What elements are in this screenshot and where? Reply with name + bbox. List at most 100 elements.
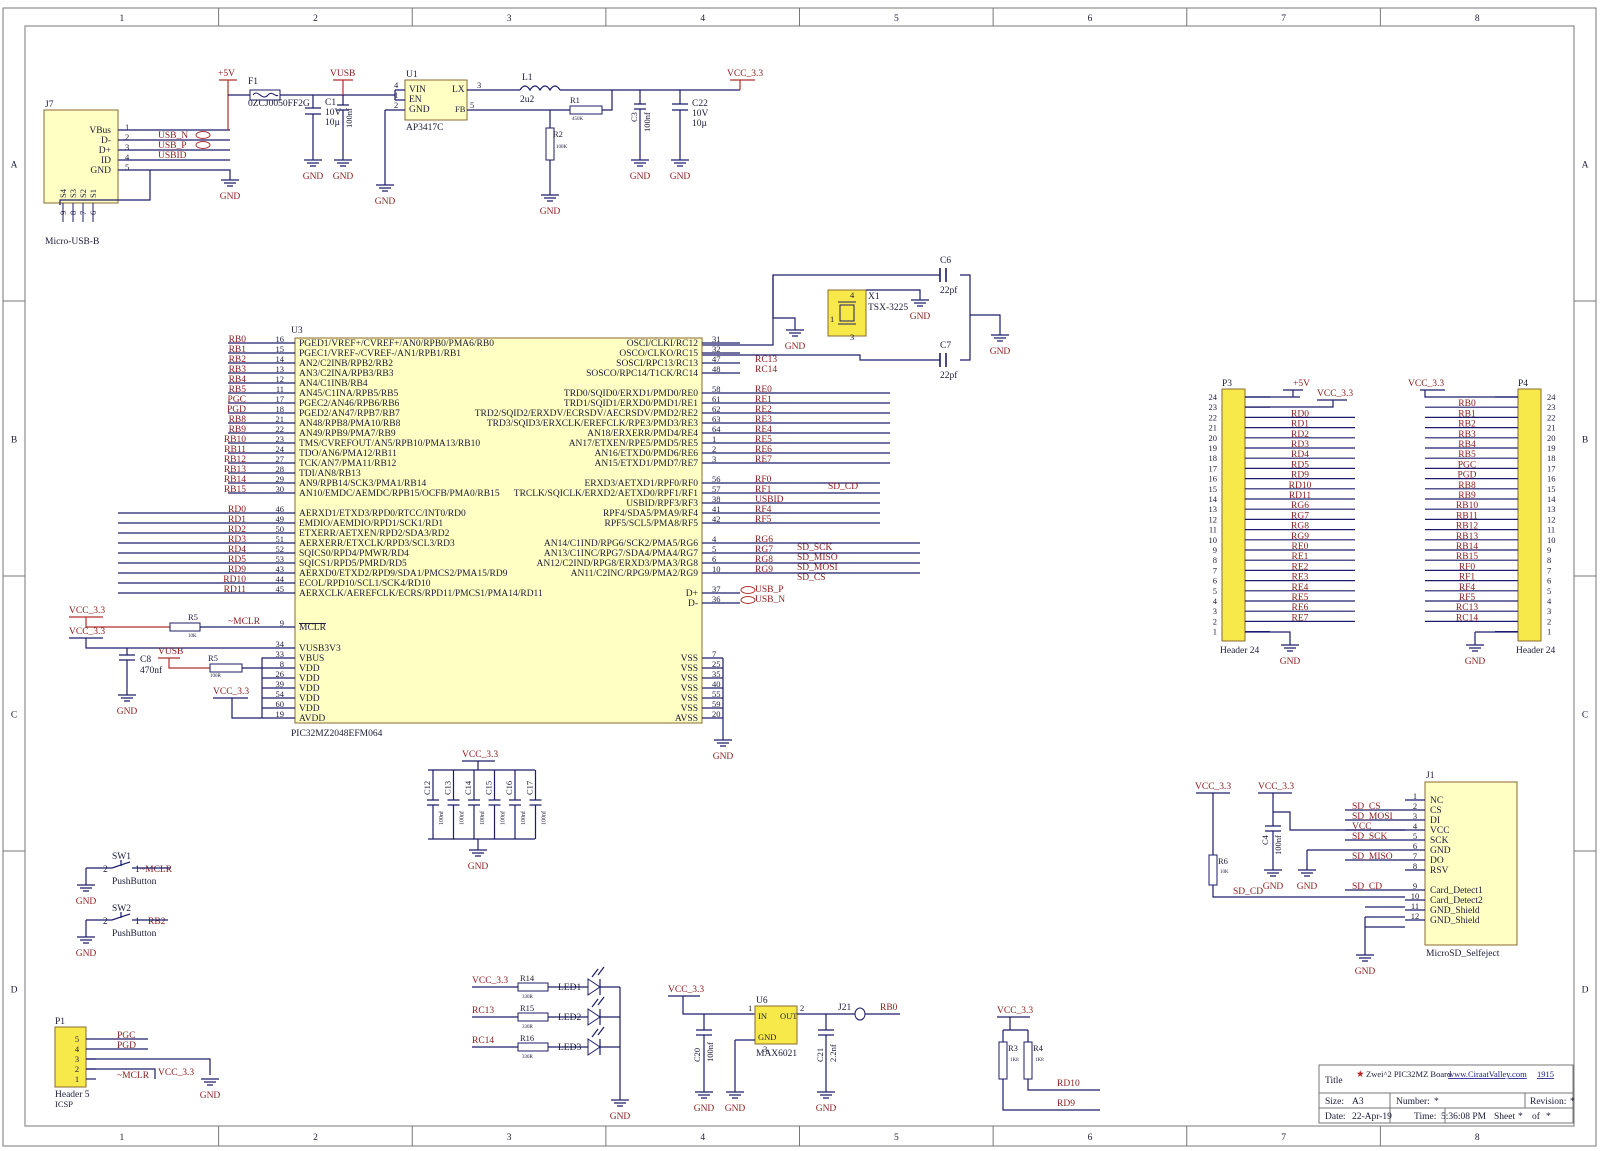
net-alias-sd-cd: SD_CD — [828, 482, 858, 492]
mcu-right-net-label: RF1 — [755, 485, 772, 495]
gnd-label: GND — [375, 197, 396, 207]
led-resistor — [517, 982, 549, 992]
frame-col-label: 6 — [1088, 14, 1093, 24]
mcu-left-net-label: RD4 — [228, 545, 246, 555]
power-label-vcc33: VCC_3.3 — [1258, 782, 1294, 792]
p3-net-label: RE2 — [1292, 562, 1309, 572]
mcu-pin-num: 9 — [280, 618, 284, 628]
mcu-pin-num: 26 — [276, 669, 285, 679]
gnd-label: GND — [303, 172, 324, 182]
p4-pin-num: 11 — [1547, 525, 1555, 535]
mcu-right-net-label: RE1 — [755, 395, 772, 405]
resistor-r1 — [569, 105, 603, 115]
p4-pin-num: 4 — [1547, 596, 1552, 606]
sd-pin-num: 7 — [1413, 851, 1417, 861]
mcu-pin-num: 1 — [712, 434, 716, 444]
date-label: Date: — [1325, 1112, 1346, 1122]
sd-pin-name: GND — [1430, 846, 1451, 856]
p4-name: Header 24 — [1516, 646, 1556, 656]
p3-pin-num: 16 — [1209, 474, 1218, 484]
mcu-pin-name: SQICS1/RPD5/PMRD/RD5 — [299, 559, 407, 569]
power-label-vcc33: VCC_3.3 — [668, 985, 704, 995]
mcu-pin-name: USBID/RPF3/RF3 — [626, 499, 698, 509]
sd-pin-num: 5 — [1413, 831, 1417, 841]
mcu-pin-name: TRD1/SQID1/ERXD0/PMD1/RE1 — [564, 399, 698, 409]
sd-pin-name: RSV — [1430, 866, 1449, 876]
mcu-pin-num: 48 — [712, 364, 721, 374]
mcu-left-net-label: RD9 — [228, 565, 246, 575]
p4-pin-num: 2 — [1547, 616, 1551, 626]
led-resistor-ref: R16 — [520, 1033, 534, 1043]
mcu-pin-num: 29 — [276, 474, 285, 484]
mcu-pin-num: 62 — [712, 404, 721, 414]
gnd-label: GND — [694, 1104, 715, 1114]
jumper-j21 — [854, 1007, 866, 1021]
sd-ref: J1 — [1426, 771, 1435, 781]
usb-shield-label: S3 — [68, 189, 78, 198]
sd-pin-name: Card_Detect1 — [1430, 886, 1483, 896]
p3-pin-num: 8 — [1213, 555, 1217, 565]
title-block: Title ★ Zwei^2 PIC32MZ Board www.CiraatV… — [1318, 1064, 1575, 1124]
p4-net-label: RB1 — [1458, 409, 1476, 419]
frame-row-label: D — [11, 986, 18, 996]
title-value: Zwei^2 PIC32MZ Board — [1366, 1069, 1452, 1079]
p4-net-label: RB14 — [1456, 542, 1478, 552]
decap-ref: C14 — [463, 780, 473, 795]
p3-pin-num: 11 — [1209, 525, 1217, 535]
p4-pin-num: 9 — [1547, 545, 1551, 555]
mcu-pin-num: 25 — [712, 659, 721, 669]
p3-net-label: RE3 — [1292, 573, 1309, 583]
mcu-right-net-label: RC13 — [755, 355, 777, 365]
power-label-5v: +5V — [218, 69, 235, 79]
p4-pin-num: 22 — [1547, 412, 1556, 422]
mcu-pin-name: TDI/AN8/RB13 — [299, 469, 361, 479]
mcu-pin-num: 23 — [276, 434, 285, 444]
c21-val: 2.2nf — [828, 1044, 838, 1062]
p3-net-label: RE0 — [1292, 542, 1309, 552]
p4-net-label: RB3 — [1458, 430, 1476, 440]
mcu-pin-name: VSS — [681, 704, 698, 714]
p4-pin-num: 14 — [1547, 494, 1556, 504]
mcu-pin-num: 20 — [712, 709, 721, 719]
net-label-rd9: RD9 — [1057, 1099, 1075, 1109]
sd-pin-num: 3 — [1413, 811, 1417, 821]
mcu-left-net-label: RB4 — [229, 375, 247, 385]
mcu-pin-name: TRD3/SQID3/ERXCLK/EREFCLK/RPE3/PMD3/RE3 — [487, 419, 698, 429]
u1-pin-gnd: GND — [409, 105, 430, 115]
sw2-pin: 1 — [135, 917, 140, 927]
p3-net-label: RE6 — [1292, 603, 1309, 613]
mcu-pin-name: AN4/C1INB/RB4 — [299, 379, 368, 389]
diff-pair-marker — [195, 131, 211, 139]
revision-value: * — [1570, 1097, 1575, 1107]
p4-net-label: RB11 — [1456, 511, 1478, 521]
mcu-pin-name: OSCI/CLKI/RC12 — [627, 339, 699, 349]
frame-col-label: 3 — [507, 14, 512, 24]
c20-val: 100nf — [705, 1042, 715, 1062]
of-value: * — [1546, 1112, 1551, 1122]
sd-pin-num: 1 — [1413, 791, 1417, 801]
p3-net-label: RE4 — [1292, 583, 1309, 593]
p4-net-label: RB15 — [1456, 552, 1478, 562]
decap-val: 100nf — [500, 811, 507, 825]
led-resistor — [517, 1042, 549, 1052]
u6-ref: U6 — [756, 996, 768, 1006]
r3-val: 1K8 — [1010, 1058, 1019, 1063]
crystal-section: 4 3 1 X1 TSX-3225 C6 22pf C7 22pf — [702, 256, 1001, 381]
p4-net-label: RF5 — [1459, 593, 1476, 603]
u1-num: 3 — [477, 80, 481, 90]
net-alias-sd-miso: SD_MISO — [797, 553, 838, 563]
gnd-label: GND — [713, 752, 734, 762]
mcu-pin-num: 47 — [712, 354, 721, 364]
decap-ref: C17 — [525, 781, 535, 795]
mcu-right-net-label: RE5 — [755, 435, 772, 445]
resistor-r4 — [1023, 1041, 1033, 1080]
c3-ref: C3 — [629, 112, 639, 122]
gnd-label: GND — [1280, 657, 1301, 667]
mcu-pin-name: AN16/ETXD0/PMD6/RE6 — [595, 449, 699, 459]
size-label: Size: — [1325, 1097, 1344, 1107]
p3-net-label: RG9 — [1291, 532, 1309, 542]
led-ref: LED2 — [558, 1013, 581, 1023]
c2-val: 100nf — [344, 108, 354, 128]
